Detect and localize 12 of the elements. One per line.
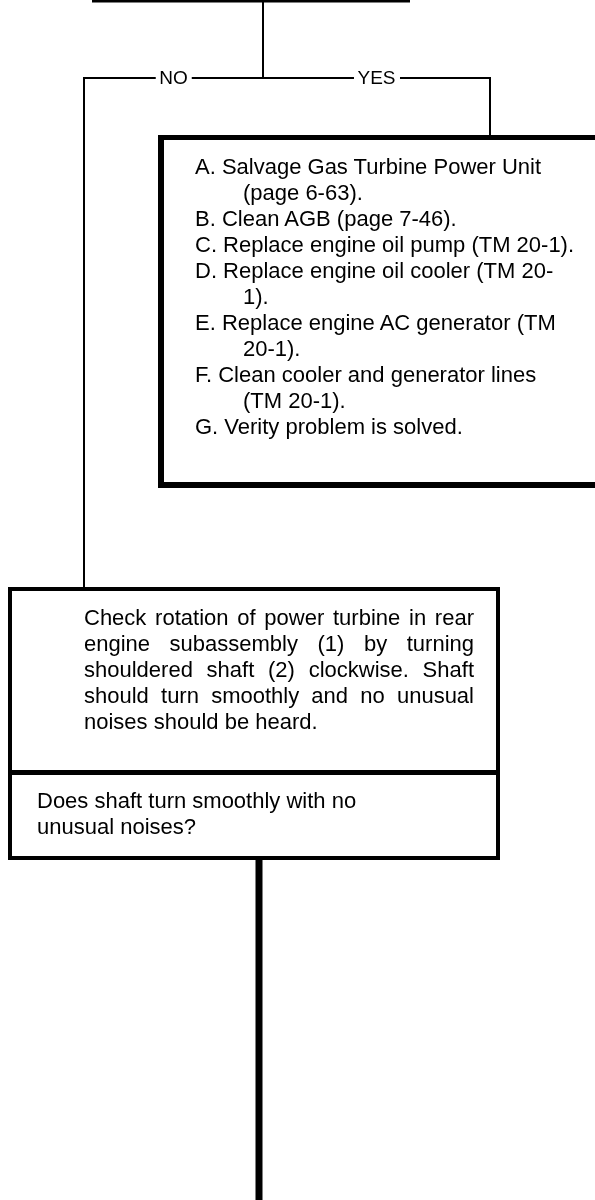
decision-box [8,587,500,860]
action-step: E. Replace engine AC generator (TM 20-1). [195,310,575,362]
action-step: D. Replace engine oil cooler (TM 20-1). [195,258,575,310]
action-step: G. Verity problem is solved. [195,414,575,440]
connector-line [255,860,263,1200]
question-text: Does shaft turn smoothly with no unusual noises? [37,788,358,840]
action-step: B. Clean AGB (page 7-46). [195,206,575,232]
action-step: F. Clean cooler and generator lines (TM 20-1). [195,362,575,414]
action-step: C. Replace engine oil pump (TM 20-1). [195,232,575,258]
instruction-text: Check rotation of power turbine in rear engine subassembly (1) by turning shouldered shaft (2) clockwise. Shaft should turn smoothly and no unusual noises should be heard. [84,605,474,735]
action-step: A. Salvage Gas Turbine Power Unit (page 6-63). [195,154,575,206]
action-box [158,135,595,488]
